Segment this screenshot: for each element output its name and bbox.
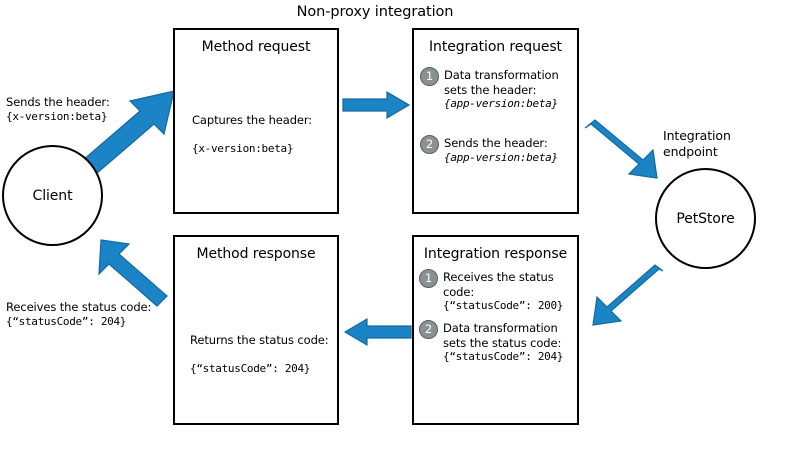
node-client: Client xyxy=(2,145,103,246)
step-text-line2: sets the header: xyxy=(444,82,537,97)
arrow-endpoint-to-integration-response xyxy=(592,264,664,326)
box-method-response-body-line1: Returns the status code: xyxy=(190,332,329,347)
arrow-method-response-to-client xyxy=(98,239,168,307)
step-item: 2 Sends the header: {app-version:beta} xyxy=(420,135,578,165)
step-badge-2: 2 xyxy=(420,135,439,154)
box-method-request-body: Captures the header: {x-version:beta} xyxy=(192,98,337,171)
label-sends-the-header: Sends the header: {x-version:beta} xyxy=(6,95,166,124)
arrow-integration-response-to-method-response xyxy=(343,317,412,347)
box-method-request-title: Method request xyxy=(201,39,311,55)
label-receives-the-status-code-line2: {“statusCode”: 204} xyxy=(6,314,127,328)
box-integration-response: Integration response 1 Receives the stat… xyxy=(412,235,579,425)
arrow-client-to-method-request xyxy=(81,90,175,175)
step-badge-1: 1 xyxy=(420,67,439,86)
box-method-request: Method request Captures the header: {x-v… xyxy=(173,28,339,214)
step-text: Data transformation sets the header: {ap… xyxy=(444,67,559,112)
step-text-line1: Data transformation xyxy=(444,68,559,82)
step-item: 2 Data transformation sets the status co… xyxy=(419,320,579,365)
node-client-label: Client xyxy=(32,187,73,204)
box-method-response-body: Returns the status code: {“statusCode”: … xyxy=(190,318,340,391)
label-integration-endpoint: Integration endpoint xyxy=(663,128,731,159)
page-title: Non-proxy integration xyxy=(296,4,454,20)
label-receives-the-status-code: Receives the status code: {“statusCode”:… xyxy=(6,300,181,329)
step-text: Sends the header: {app-version:beta} xyxy=(444,135,558,165)
step-text-line1: Receives the status code: xyxy=(443,270,554,299)
step-item: 1 Data transformation sets the header: {… xyxy=(420,67,578,112)
step-text: Receives the status code: {“statusCode”:… xyxy=(443,269,579,314)
step-text: Data transformation sets the status code… xyxy=(443,320,563,365)
box-method-request-body-line2: {x-version:beta} xyxy=(192,141,294,155)
step-text-line2: {app-version:beta} xyxy=(444,150,558,164)
step-text-line1: Sends the header: xyxy=(444,136,548,150)
box-integration-response-title: Integration response xyxy=(423,246,568,262)
label-sends-the-header-line2: {x-version:beta} xyxy=(6,109,108,123)
label-receives-the-status-code-line1: Receives the status code: xyxy=(6,300,152,314)
box-integration-request-title: Integration request xyxy=(429,39,562,55)
step-text-line3: {“statusCode”: 204} xyxy=(443,350,564,363)
box-integration-request: Integration request 1 Data transformatio… xyxy=(412,28,579,214)
box-method-response-title: Method response xyxy=(196,246,316,262)
step-badge-1: 1 xyxy=(419,269,438,288)
step-text-line2: sets the status code: xyxy=(443,335,562,350)
box-method-response: Method response Returns the status code:… xyxy=(173,235,339,425)
node-petstore-label: PetStore xyxy=(676,210,735,227)
arrow-integration-request-to-endpoint xyxy=(584,119,658,179)
node-petstore: PetStore xyxy=(655,168,756,269)
label-sends-the-header-line1: Sends the header: xyxy=(6,95,110,109)
box-method-response-body-line2: {“statusCode”: 204} xyxy=(190,361,311,375)
box-method-request-body-line1: Captures the header: xyxy=(192,112,313,127)
arrow-method-request-to-integration-request xyxy=(342,90,411,120)
step-text-line2: {“statusCode”: 200} xyxy=(443,299,564,312)
step-text-line3: {app-version:beta} xyxy=(444,97,558,110)
step-badge-2: 2 xyxy=(419,320,438,339)
step-text-line1: Data transformation xyxy=(443,321,558,335)
step-item: 1 Receives the status code: {“statusCode… xyxy=(419,269,579,314)
